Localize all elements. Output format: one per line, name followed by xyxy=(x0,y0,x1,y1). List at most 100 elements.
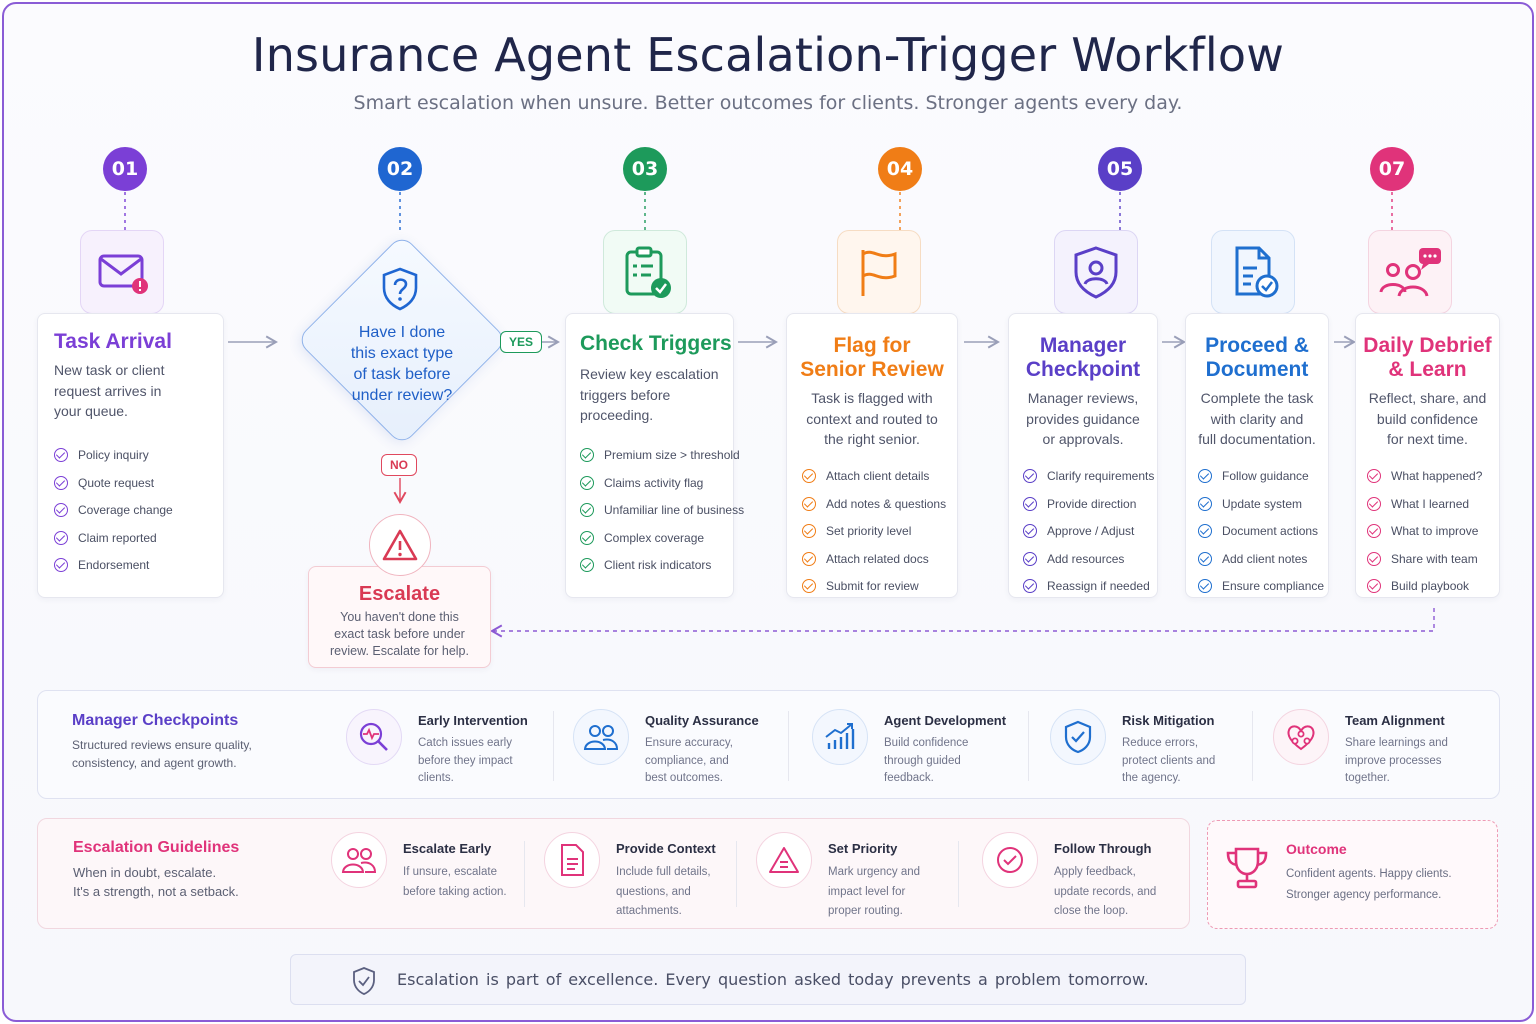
desc-line: consistency, and agent growth. xyxy=(72,756,237,770)
item-name: Team Alignment xyxy=(1345,713,1445,728)
list-item: What happened? xyxy=(1367,463,1499,491)
divider xyxy=(788,711,789,781)
step-title: Check Triggers xyxy=(580,332,732,355)
divider xyxy=(553,711,554,781)
question-line: this exact type xyxy=(350,345,454,362)
shield-question-icon xyxy=(382,267,418,311)
title-line: & Learn xyxy=(1388,358,1467,381)
text-line: attachments. xyxy=(616,905,682,917)
check-icon xyxy=(1367,579,1381,594)
no-label: NO xyxy=(381,454,417,476)
question-line: of task before xyxy=(353,366,451,383)
check-icon xyxy=(580,530,594,545)
item-name: Set Priority xyxy=(828,841,898,856)
item-label: Update system xyxy=(1222,496,1303,511)
step-items: Clarify requirements Provide direction A… xyxy=(1009,463,1157,601)
step-title: Proceed & Document xyxy=(1186,334,1328,382)
check-icon xyxy=(802,469,816,484)
divider xyxy=(736,841,737,907)
check-icon xyxy=(802,551,816,566)
text-line: together. xyxy=(1345,772,1390,784)
shield-check-icon xyxy=(1050,709,1106,765)
desc-line: review. Escalate for help. xyxy=(330,644,469,658)
desc-line: with clarity and xyxy=(1210,410,1304,427)
text-line: the agency. xyxy=(1122,772,1181,784)
band-title: Escalation Guidelines xyxy=(73,839,240,856)
step-card-manager-checkpoint: Manager Checkpoint Manager reviews, prov… xyxy=(1008,313,1158,598)
title-line: Daily Debrief xyxy=(1363,334,1492,357)
check-icon xyxy=(1023,469,1037,484)
item-text: Apply feedback, update records, and clos… xyxy=(1054,863,1156,922)
list-item: Unfamiliar line of business xyxy=(580,497,744,525)
step-title: Manager Checkpoint xyxy=(1009,334,1157,382)
text-line: feedback. xyxy=(884,772,934,784)
band-description: Structured reviews ensure quality, consi… xyxy=(72,736,252,772)
people-icon xyxy=(331,832,387,888)
text-line: Mark urgency and xyxy=(828,866,921,878)
desc-line: provides guidance xyxy=(1026,410,1140,427)
desc-line: context and routed to xyxy=(806,410,938,427)
item-label: Follow guidance xyxy=(1222,469,1309,484)
item-name: Quality Assurance xyxy=(645,713,759,728)
desc-line: Complete the task xyxy=(1200,390,1314,406)
item-label: Submit for review xyxy=(826,579,919,594)
desc-line: exact task before under xyxy=(334,627,465,641)
check-icon xyxy=(1198,496,1212,511)
text-line: compliance, and xyxy=(645,754,729,767)
item-text: Build confidence through guided feedback… xyxy=(884,735,968,788)
desc-line: Manager reviews, xyxy=(1027,390,1139,406)
text-line: Share learnings and xyxy=(1345,737,1448,749)
check-icon xyxy=(54,475,68,490)
item-name: Escalate Early xyxy=(403,841,492,856)
list-item: Quote request xyxy=(54,469,223,497)
escalate-card: Escalate You haven't done this exact tas… xyxy=(308,566,491,668)
title-line: Flag for xyxy=(833,334,911,357)
desc-line: You haven't done this xyxy=(340,610,459,624)
list-item: Build playbook xyxy=(1367,573,1499,601)
check-icon xyxy=(1198,551,1212,566)
divider xyxy=(1028,711,1029,781)
step-card-check-triggers: Check Triggers Review key escalation tri… xyxy=(565,313,744,598)
outcome-text: Confident agents. Happy clients. Stronge… xyxy=(1286,864,1452,906)
item-label: Add resources xyxy=(1047,551,1125,566)
check-icon xyxy=(1198,579,1212,594)
item-name: Early Intervention xyxy=(418,713,528,728)
footer-banner: Escalation is part of excellence. Every … xyxy=(290,954,1246,1005)
heart-network-icon xyxy=(1273,709,1329,765)
question-line: under review? xyxy=(351,387,453,404)
item-text: Reduce errors, protect clients and the a… xyxy=(1122,735,1215,788)
text-line: Confident agents. Happy clients. xyxy=(1286,868,1452,880)
list-item: Provide direction xyxy=(1023,490,1157,518)
item-text: If unsure, escalate before taking action… xyxy=(403,863,507,902)
escalate-title: Escalate xyxy=(358,583,441,605)
text-line: close the loop. xyxy=(1054,905,1129,917)
check-icon xyxy=(54,503,68,518)
step-card-flag-senior-review: Flag for Senior Review Task is flagged w… xyxy=(786,313,958,598)
page-title: Insurance Agent Escalation-Trigger Workf… xyxy=(251,28,1285,82)
step-title: Task Arrival xyxy=(54,330,172,353)
decision-question: Have I done this exact type of task befo… xyxy=(322,322,482,406)
desc-line: Review key escalation xyxy=(580,366,719,382)
item-label: Claims activity flag xyxy=(604,475,704,490)
desc-line: your queue. xyxy=(54,403,128,419)
text-line: questions, and xyxy=(616,885,691,898)
manager-checkpoints-band: Manager Checkpoints Structured reviews e… xyxy=(37,690,1500,799)
title-line: Proceed & xyxy=(1205,334,1309,357)
shield-check-icon xyxy=(353,967,375,995)
text-line: Catch issues early xyxy=(418,737,512,749)
list-item: Attach client details xyxy=(802,463,957,491)
document-check-icon xyxy=(1211,230,1295,314)
desc-line: or approvals. xyxy=(1042,431,1124,447)
text-line: proper routing. xyxy=(828,905,903,917)
desc-line: the right senior. xyxy=(824,431,920,447)
desc-line: triggers before xyxy=(580,386,671,403)
growth-chart-icon xyxy=(812,709,868,765)
clipboard-check-icon xyxy=(603,230,687,314)
list-item: Premium size > threshold xyxy=(580,442,740,470)
step-items: What happened? What I learned What to im… xyxy=(1356,463,1499,601)
step-items: Attach client details Add notes & questi… xyxy=(787,463,957,601)
title-line: Document xyxy=(1205,358,1309,381)
check-icon xyxy=(1198,524,1212,539)
list-item: Attach related docs xyxy=(802,545,957,573)
escalation-guidelines-band: Escalation Guidelines When in doubt, esc… xyxy=(37,818,1190,929)
